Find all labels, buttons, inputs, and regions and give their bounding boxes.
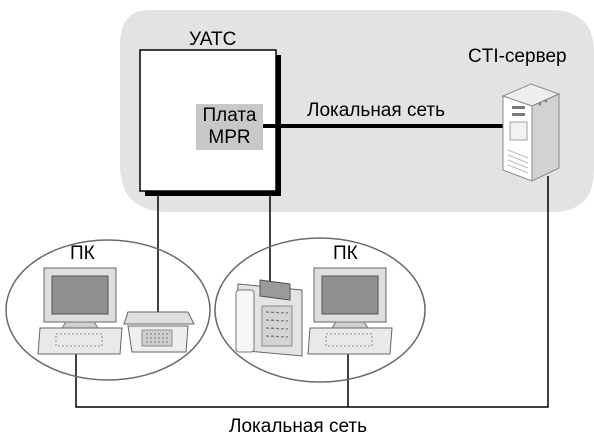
lan-bottom-label: Локальная сеть [229, 416, 367, 437]
pc-left-label: ПК [70, 243, 95, 264]
phone-icon [123, 311, 195, 353]
server-icon [501, 83, 561, 182]
system-phone-icon [235, 279, 303, 357]
mpr-card-label-line1: Плата [202, 105, 257, 126]
cti-server-label: CTI-сервер [468, 46, 567, 67]
lan-top-label: Локальная сеть [307, 100, 445, 121]
mpr-card-label-line2: MPR [208, 127, 251, 148]
pc-icon [37, 267, 123, 355]
pbx-label: УАТС [189, 29, 237, 50]
lan-line-bottom [75, 176, 549, 408]
desk-group-right [214, 237, 426, 383]
pc-icon [307, 267, 393, 355]
desk-group-left [5, 239, 211, 381]
mpr-card: Плата MPR [196, 104, 263, 150]
pc-right-label: ПК [333, 243, 358, 264]
